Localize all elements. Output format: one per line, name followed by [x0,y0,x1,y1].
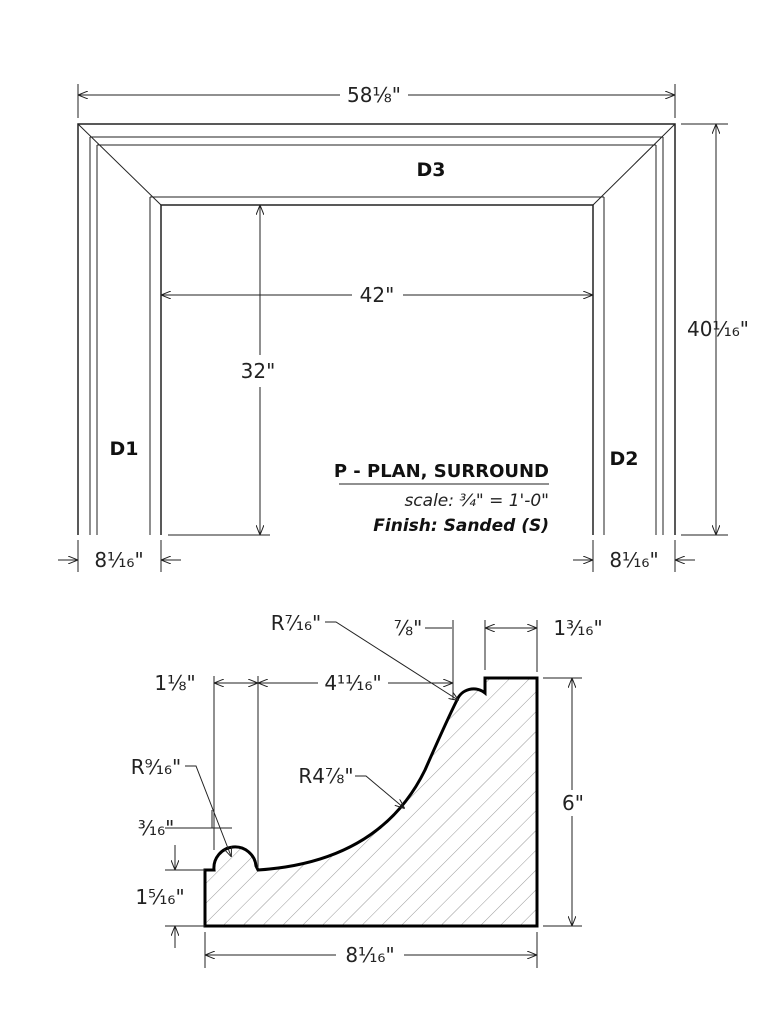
left-leg-width-label: 8¹⁄₁₆" [94,548,143,572]
top-right-dimension: 1³⁄₁₆" [484,616,603,672]
drawing-scale: scale: ¾" = 1'-0" [404,491,549,511]
opening-height-dimension: 32" [168,206,276,536]
opening-width-dimension: 42" [162,283,592,307]
left-leg-width-dimension: 8¹⁄₁₆" [58,540,181,572]
part-label-left: D1 [110,438,139,460]
bead-height-label: ³⁄₁₆" [138,816,175,840]
drawing-title: P - PLAN, SURROUND [334,461,549,482]
left-offset-label: 1⅛" [154,671,195,695]
overall-width-dimension: 58⅛" [77,83,676,118]
top-step-dimension: ⅞" [394,616,486,700]
cove-radius-callout: R4⅞" [298,764,404,808]
profile-width-label: 8¹⁄₁₆" [345,943,394,967]
profile-height-dimension: 6" [543,677,584,927]
left-height-dimensions: ³⁄₁₆" 1⁵⁄₁₆" [135,810,232,948]
part-label-top: D3 [417,159,446,181]
overall-height-dimension: 40¹⁄₁₆" [681,123,749,536]
surround-outline [77,123,676,535]
cove-radius-label: R4⅞" [298,764,353,788]
overall-height-label: 40¹⁄₁₆" [687,317,749,341]
opening-outline [160,204,594,535]
profile-height-label: 6" [562,791,584,815]
molding-profile [203,676,539,928]
right-leg-width-label: 8¹⁄₁₆" [609,548,658,572]
title-block: P - PLAN, SURROUND scale: ¾" = 1'-0" Fin… [334,461,549,536]
bead-radius-callout: R⁹⁄₁₆" [131,755,231,856]
bead-radius-label: R⁹⁄₁₆" [131,755,182,779]
top-step-label: ⅞" [394,616,423,640]
right-leg-width-dimension: 8¹⁄₁₆" [573,540,695,572]
top-right-label: 1³⁄₁₆" [553,616,602,640]
surround-front-view [77,123,676,535]
base-height-label: 1⁵⁄₁₆" [135,885,184,909]
drawing-finish: Finish: Sanded (S) [373,516,549,536]
cove-width-label: 4¹¹⁄₁₆" [324,671,381,695]
cove-width-dimension: 1⅛" 4¹¹⁄₁₆" [154,671,454,868]
top-radius-callout: R⁷⁄₁₆" [271,611,458,700]
opening-width-label: 42" [360,283,395,307]
top-radius-label: R⁷⁄₁₆" [271,611,322,635]
opening-height-label: 32" [241,359,276,383]
part-label-right: D2 [610,448,639,470]
overall-width-label: 58⅛" [347,83,401,107]
profile-width-dimension: 8¹⁄₁₆" [204,932,538,968]
